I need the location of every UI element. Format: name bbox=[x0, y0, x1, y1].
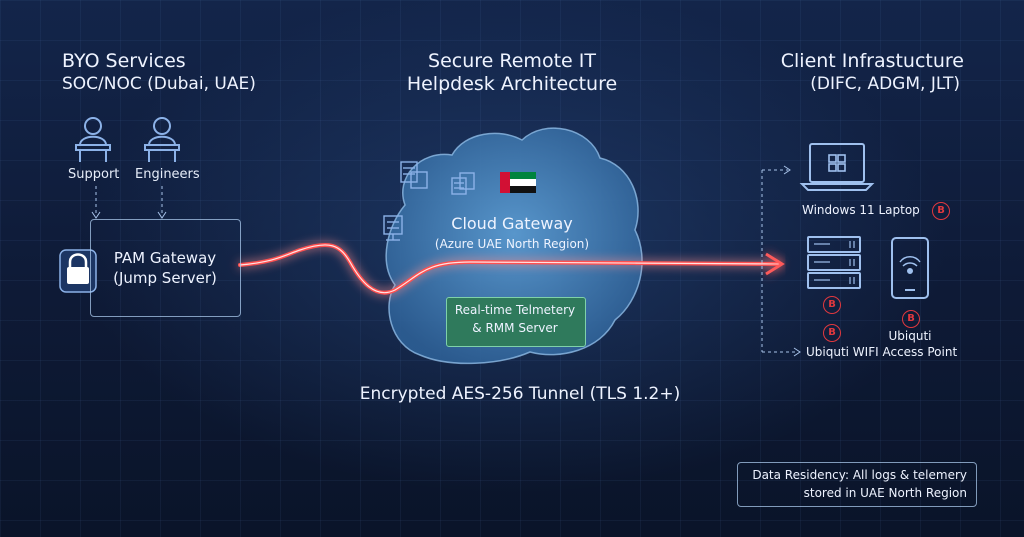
byo-services-title: BYO Services bbox=[62, 50, 186, 72]
server-badge-icon-2: B bbox=[823, 324, 841, 342]
data-residency-line2: stored in UAE North Region bbox=[803, 486, 967, 500]
laptop-arrowhead bbox=[783, 165, 791, 175]
server-icon-3 bbox=[383, 215, 403, 241]
data-residency-box bbox=[737, 462, 977, 507]
wifi-access-point-icon bbox=[891, 237, 929, 299]
pam-gateway-box bbox=[90, 219, 241, 317]
client-infrastructure-title: Client Infrastucture bbox=[780, 50, 964, 72]
cloud-gateway-subtitle: (Azure UAE North Region) bbox=[434, 237, 590, 251]
soc-noc-subtitle: SOC/NOC (Dubai, UAE) bbox=[62, 74, 256, 94]
laptop-badge-icon: B bbox=[932, 202, 950, 220]
engineers-label: Engineers bbox=[135, 167, 200, 182]
support-person-icon bbox=[75, 117, 111, 162]
client-locations-subtitle: (DIFC, ADGM, JLT) bbox=[810, 74, 960, 94]
windows-laptop-icon bbox=[799, 143, 875, 191]
server-icon-1 bbox=[400, 161, 428, 189]
engineers-person-icon bbox=[144, 117, 180, 162]
windows-laptop-label: Windows 11 Laptop bbox=[802, 203, 920, 217]
server-icon-2 bbox=[451, 172, 475, 195]
tunnel-arrowhead bbox=[765, 252, 785, 276]
rmm-server-box bbox=[446, 297, 586, 347]
diagram-title-line2: Helpdesk Architecture bbox=[406, 73, 618, 95]
ap-arrowhead bbox=[793, 347, 801, 357]
rmm-server-line2: & RMM Server bbox=[472, 321, 558, 335]
uae-flag-icon bbox=[500, 172, 536, 193]
support-arrowhead bbox=[91, 211, 101, 219]
ap-badge-icon: B bbox=[902, 310, 920, 328]
rmm-server-line1: Real-time Telmetery bbox=[454, 303, 576, 317]
engineers-arrowhead bbox=[157, 211, 167, 219]
pam-gateway-subtitle: (Jump Server) bbox=[113, 269, 217, 287]
support-label: Support bbox=[68, 167, 120, 182]
lock-icon bbox=[59, 249, 97, 293]
pam-gateway-title: PAM Gateway bbox=[113, 249, 217, 267]
cloud-gateway-title: Cloud Gateway bbox=[451, 214, 573, 233]
diagram-title-line1: Secure Remote IT bbox=[428, 50, 596, 72]
tunnel-label: Encrypted AES-256 Tunnel (TLS 1.2+) bbox=[359, 384, 681, 404]
server-rack-icon bbox=[807, 236, 861, 289]
ap-label-top: Ubiquti bbox=[888, 329, 932, 343]
ap-label-bottom: Ubiquti WIFI Access Point bbox=[806, 345, 958, 359]
encrypted-tunnel-line bbox=[238, 242, 782, 295]
data-residency-line1: Data Residency: All logs & telemery bbox=[752, 468, 967, 482]
server-badge-icon: B bbox=[823, 296, 841, 314]
